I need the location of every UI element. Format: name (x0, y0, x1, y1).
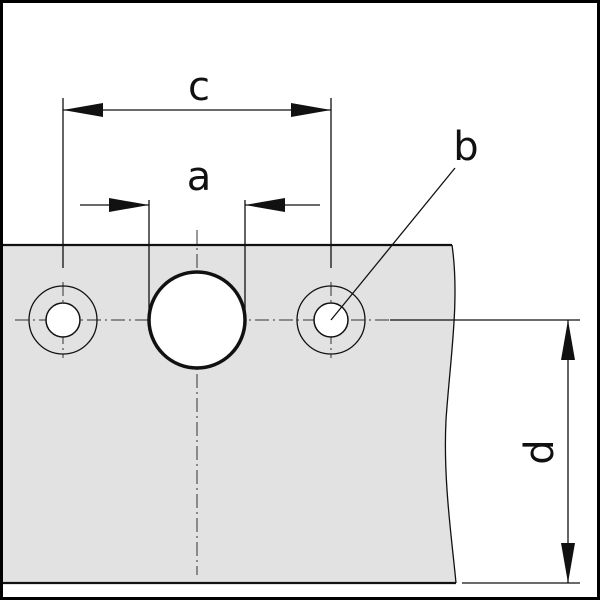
break-line (444, 244, 457, 584)
center-hole (147, 270, 247, 370)
dimension-c (62, 98, 332, 268)
label-c: c (188, 64, 210, 110)
hole-left (28, 285, 98, 355)
dimension-d (390, 319, 580, 584)
label-d: d (517, 439, 563, 464)
label-a: a (187, 154, 212, 200)
label-b: b (453, 124, 478, 170)
leader-b (330, 167, 456, 321)
dimension-a (80, 198, 320, 320)
